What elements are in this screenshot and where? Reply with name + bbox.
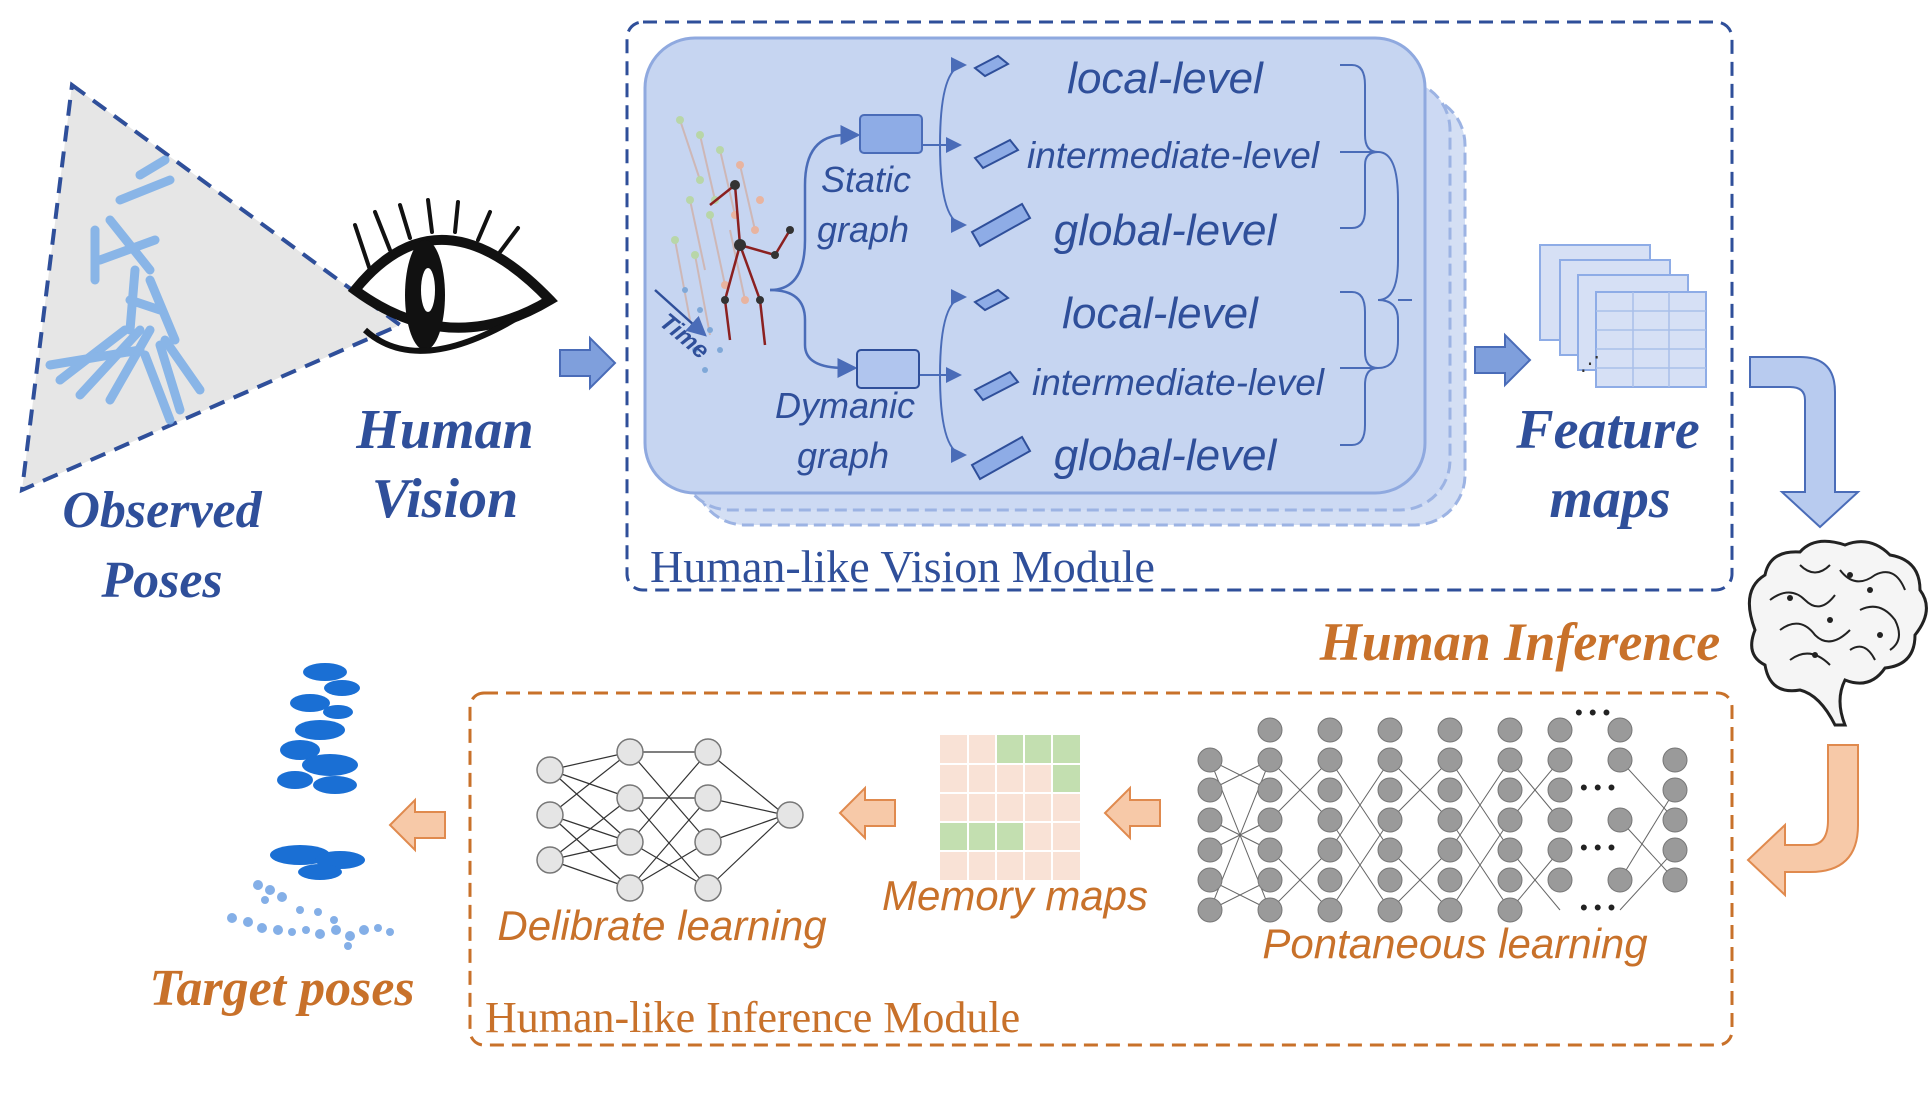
feature-maps-label-line2: maps [1549, 468, 1670, 530]
static-graph-label-line1: Static [821, 159, 911, 200]
brain-icon [1747, 539, 1928, 727]
pontaneous-learning-label: Pontaneous learning [1262, 920, 1647, 967]
target-poses-icon [227, 663, 394, 950]
level-blocks [970, 54, 1032, 481]
human-inference-label: Human Inference [1319, 612, 1721, 672]
dynamic-graph-label-line1: Dymanic [775, 385, 915, 426]
eye-icon [347, 198, 558, 354]
feature-maps-icon: ⋰ [1539, 244, 1707, 388]
arrow-to-feature-maps [1474, 332, 1532, 388]
dynamic-graph-label-line2: graph [797, 435, 889, 476]
neural-network-icon: • • • • • • • • • • • • [1197, 700, 1688, 923]
arrow-to-memory-maps [1103, 785, 1161, 841]
delibrate-learning-label: Delibrate learning [497, 902, 826, 949]
arrow-to-inference-module [1746, 744, 1859, 898]
time-arrow [654, 289, 707, 337]
observed-poses-label-line1: Observed [62, 482, 262, 539]
human-vision-label-line2: Vision [372, 468, 518, 530]
inference-module-border [468, 691, 1734, 1047]
svg-text:• • •: • • • [1580, 835, 1615, 860]
arrow-to-vision-module [559, 335, 617, 391]
memory-grid-icon [940, 735, 1080, 880]
dynamic-global-level: global-level [1054, 431, 1278, 480]
svg-text:• • •: • • • [1580, 775, 1615, 800]
target-poses-label: Target poses [149, 960, 414, 1017]
static-intermediate-level: intermediate-level [1027, 135, 1321, 176]
feature-maps-label-line1: Feature [1515, 399, 1700, 461]
vision-module: Time Static graph Dymanic graph [625, 20, 1734, 592]
dynamic-graph-box [856, 349, 920, 389]
dynamic-local-level: local-level [1062, 289, 1259, 338]
inference-module-label: Human-like Inference Module [485, 993, 1020, 1042]
vision-panel-front [643, 36, 1427, 495]
static-graph-label-line2: graph [817, 209, 909, 250]
arrow-to-target-poses [388, 797, 446, 853]
observed-poses-label-line2: Poses [100, 552, 222, 609]
observed-poses-group: Observed Poses [19, 81, 404, 609]
dynamic-intermediate-level: intermediate-level [1032, 362, 1326, 403]
delibrate-network-icon [536, 738, 804, 902]
vision-module-label: Human-like Vision Module [650, 541, 1155, 592]
static-global-level: global-level [1054, 206, 1278, 255]
inference-module: • • • • • • • • • • • • Pontaneous learn… [468, 691, 1734, 1047]
static-local-level: local-level [1067, 54, 1264, 103]
observed-poses-icon [45, 155, 205, 425]
vision-module-border [625, 20, 1734, 592]
view-cone [19, 81, 404, 494]
svg-text:⋰: ⋰ [1580, 353, 1600, 375]
svg-text:• • •: • • • [1580, 895, 1615, 920]
human-vision-label-line1: Human [355, 399, 533, 461]
arrow-to-brain [1749, 356, 1861, 529]
static-graph-box [859, 114, 923, 154]
memory-maps-label: Memory maps [882, 872, 1148, 919]
arrow-to-delibrate-learning [838, 785, 896, 841]
svg-text:• • •: • • • [1575, 700, 1610, 725]
